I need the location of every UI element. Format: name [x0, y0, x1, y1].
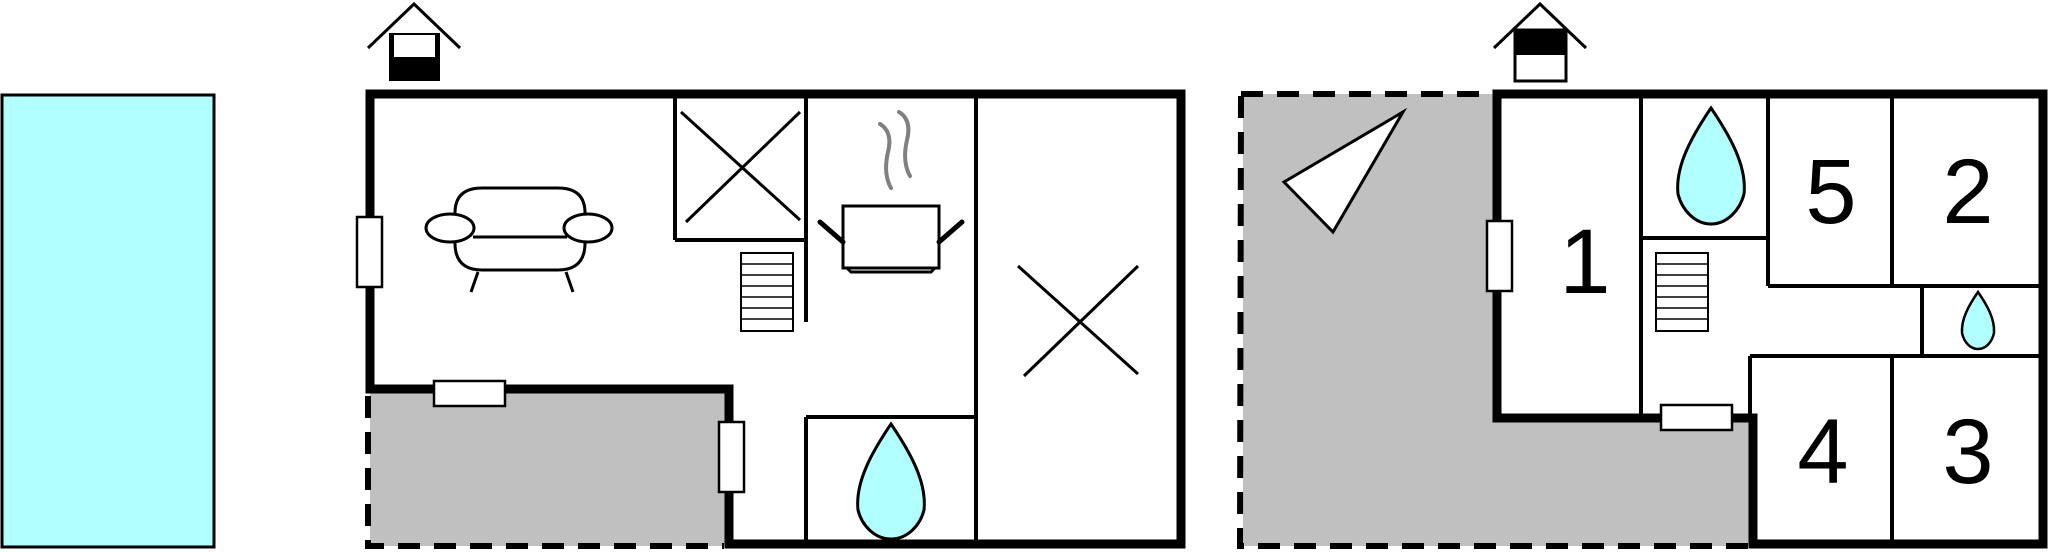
upper-floor-outer-wall: [1492, 89, 2048, 549]
steam-icon: [878, 110, 912, 190]
window-marker: [1659, 403, 1734, 432]
terrace-area: [370, 389, 729, 546]
room-number-1: 1: [1559, 211, 1610, 313]
sun-lounger-icon: [1281, 107, 1408, 235]
terrace-boundary: [365, 396, 724, 549]
upper-floor: 1 5 2 4 3: [1236, 1, 2048, 549]
room-number-3: 3: [1942, 401, 1993, 503]
room-number-5: 5: [1805, 141, 1856, 243]
staircase-icon: [1655, 252, 1709, 332]
shower-icon: [856, 421, 926, 541]
shower-icon: [1960, 289, 1996, 351]
room-number-4: 4: [1797, 401, 1848, 503]
balcony-boundary: [1236, 95, 1748, 549]
entrance-arrow-ground-floor: [366, 1, 462, 81]
sofa-icon: [424, 186, 614, 293]
kitchen-hob-icon: [817, 204, 965, 274]
pool: [0, 93, 216, 549]
window-marker: [717, 420, 746, 494]
shower-icon: [1676, 105, 1746, 226]
entrance-arrow-upper-floor: [1492, 1, 1588, 83]
window-marker: [432, 379, 507, 408]
room-number-2: 2: [1942, 141, 1993, 243]
ground-floor-outer-wall: [365, 89, 1186, 549]
window-marker: [355, 215, 384, 289]
open-space-cross-icon: [679, 110, 802, 224]
balcony-terrace-area: [1243, 94, 1753, 546]
ground-floor: [355, 1, 1186, 549]
open-space-cross-icon: [1016, 264, 1140, 378]
staircase-icon: [740, 252, 794, 332]
window-marker: [1485, 219, 1514, 293]
